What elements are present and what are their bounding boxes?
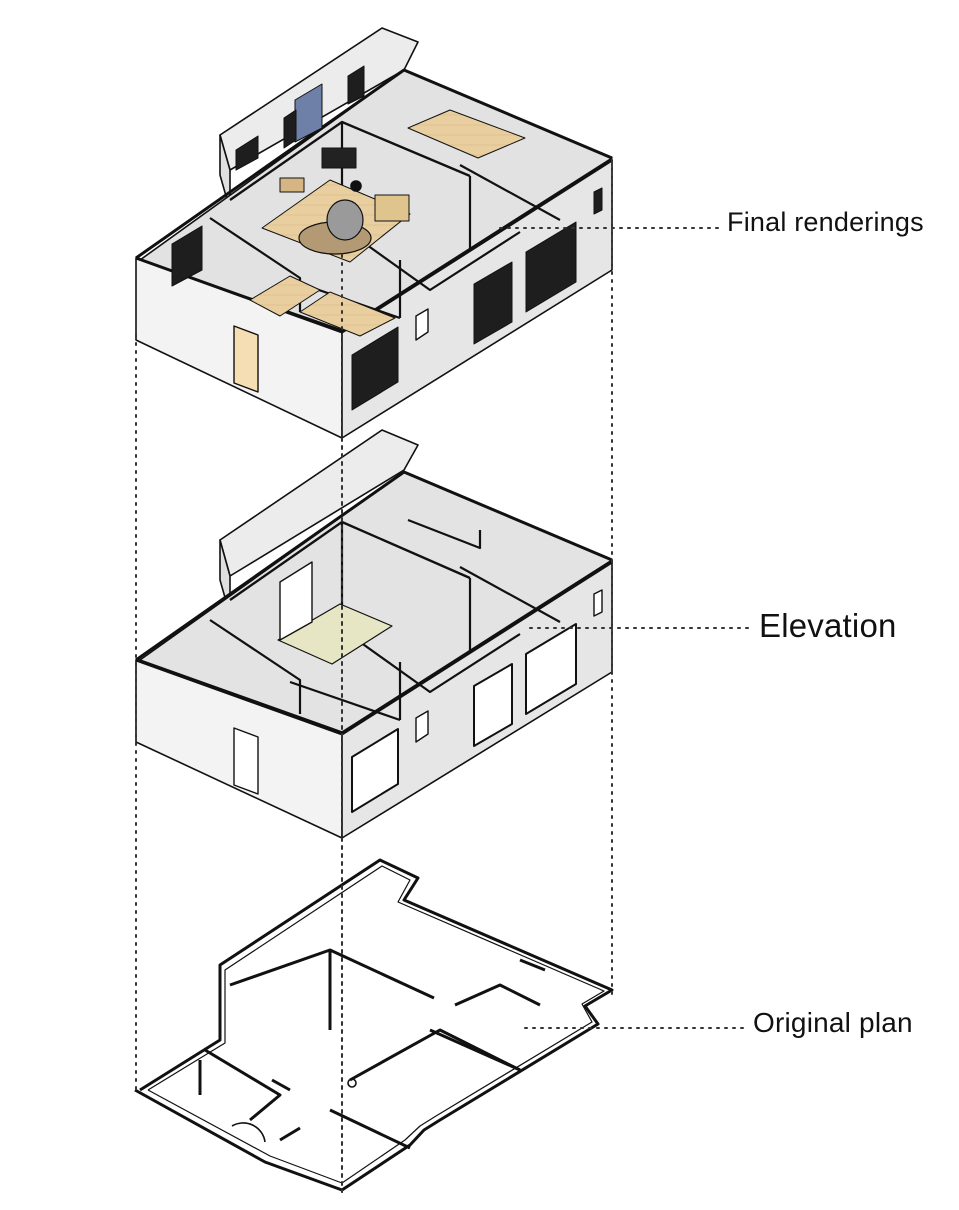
elevation-model bbox=[135, 429, 613, 839]
label-original-plan: Original plan bbox=[753, 1007, 913, 1038]
label-elevation: Elevation bbox=[759, 607, 897, 644]
final-renderings-model bbox=[135, 27, 613, 439]
projection-lines bbox=[135, 159, 753, 1193]
label-final-renderings: Final renderings bbox=[727, 207, 924, 237]
original-plan-outline bbox=[134, 858, 614, 1192]
